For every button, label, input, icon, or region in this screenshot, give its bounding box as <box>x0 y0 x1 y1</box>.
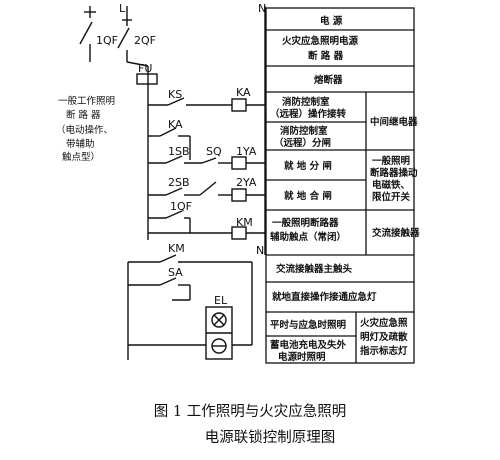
table-contactor-main: 交流接触器主触头 <box>276 263 353 275</box>
table-fuse: 熔断器 <box>314 74 343 86</box>
table-battery-charge: 蓄电池充电及失外 <box>270 339 347 351</box>
label-1sb: 1SB <box>168 145 190 158</box>
figure-caption-line1: 图 1 工作照明与火灾应急照明 <box>153 404 347 420</box>
label-ka-contact: KA <box>168 118 183 131</box>
breaker-2qf-symbol <box>117 6 132 62</box>
table-power-source: 电 源 <box>320 15 343 27</box>
table-local-open: 就 地 分 闸 <box>284 160 332 172</box>
svg-text:（远程）操作接转: （远程）操作接转 <box>270 108 347 120</box>
table-local-close: 就 地 合 闸 <box>284 190 332 202</box>
table-emergency-breaker: 火灾应急照明电源 <box>282 35 359 47</box>
ya1-coil-symbol <box>231 156 247 170</box>
wiring-diagram: 1QF L 2QF N FU KS KA KA 1SB SQ 1YA 2SB 2… <box>56 2 420 364</box>
svg-text:断路器操动: 断路器操动 <box>370 167 418 179</box>
label-km-coil: KM <box>236 216 253 229</box>
breaker-1qf-symbol <box>79 6 96 62</box>
figure-caption-line2: 电源联锁控制原理图 <box>204 430 336 446</box>
label-n-top: N <box>258 2 266 15</box>
table-emergency-lamps: 火灾应急照 <box>360 317 408 329</box>
table-breaker-aux-contact: 一般照明断路器 <box>272 217 339 229</box>
label-ks: KS <box>168 88 182 101</box>
svg-text:断 路 器: 断 路 器 <box>66 109 101 121</box>
svg-text:辅助触点（常闭）: 辅助触点（常闭） <box>270 231 346 243</box>
label-2qf: 2QF <box>134 34 156 47</box>
label-2sb: 2SB <box>168 176 190 189</box>
ka-coil-symbol <box>231 98 247 112</box>
svg-text:（远程）分闸: （远程）分闸 <box>274 137 331 149</box>
table-breaker-actuator: 一般照明 <box>372 155 411 167</box>
label-2ya: 2YA <box>236 176 257 189</box>
label-1qf: 1QF <box>96 34 118 47</box>
fuse-fu-symbol <box>136 73 158 85</box>
label-sa: SA <box>168 266 183 279</box>
label-ka-coil: KA <box>236 86 251 99</box>
svg-text:（电动操作、: （电动操作、 <box>56 124 113 136</box>
svg-text:触点型）: 触点型） <box>62 151 100 163</box>
table-remote-open: 消防控制室 <box>280 125 328 137</box>
legend-table: 电 源 火灾应急照明电源 断 路 器 熔断器 消防控制室 （远程）操作接转 中间… <box>265 7 420 364</box>
left-annotation: 一般工作照明 断 路 器 （电动操作、 带辅助 触点型） <box>56 95 115 163</box>
label-1ya: 1YA <box>236 145 257 158</box>
label-sq: SQ <box>206 145 222 158</box>
emergency-lamp-el-symbol <box>205 306 233 360</box>
svg-text:电磁铁、: 电磁铁、 <box>372 179 410 191</box>
table-normal-emergency-light: 平时与应急时照明 <box>270 319 347 331</box>
table-direct-operate: 就地直接操作接通应急灯 <box>272 291 377 303</box>
label-el: EL <box>214 294 228 307</box>
ya2-coil-symbol <box>231 188 247 202</box>
table-intermediate-relay: 中间继电器 <box>370 116 418 128</box>
label-l: L <box>119 2 126 15</box>
svg-text:指示标志灯: 指示标志灯 <box>360 345 408 357</box>
label-n-mid: N <box>256 244 264 257</box>
svg-text:限位开关: 限位开关 <box>372 191 411 203</box>
label-1qf-aux: 1QF <box>170 200 192 213</box>
svg-text:明灯及疏散: 明灯及疏散 <box>360 331 408 343</box>
svg-text:电源时照明: 电源时照明 <box>278 351 326 363</box>
label-km-contact: KM <box>168 242 185 255</box>
svg-text:断 路 器: 断 路 器 <box>308 50 344 62</box>
table-remote-transfer: 消防控制室 <box>282 96 330 108</box>
table-ac-contactor: 交流接触器 <box>372 227 420 239</box>
svg-text:带辅助: 带辅助 <box>66 138 95 150</box>
label-fu: FU <box>138 62 152 75</box>
svg-text:一般工作照明: 一般工作照明 <box>58 95 115 107</box>
